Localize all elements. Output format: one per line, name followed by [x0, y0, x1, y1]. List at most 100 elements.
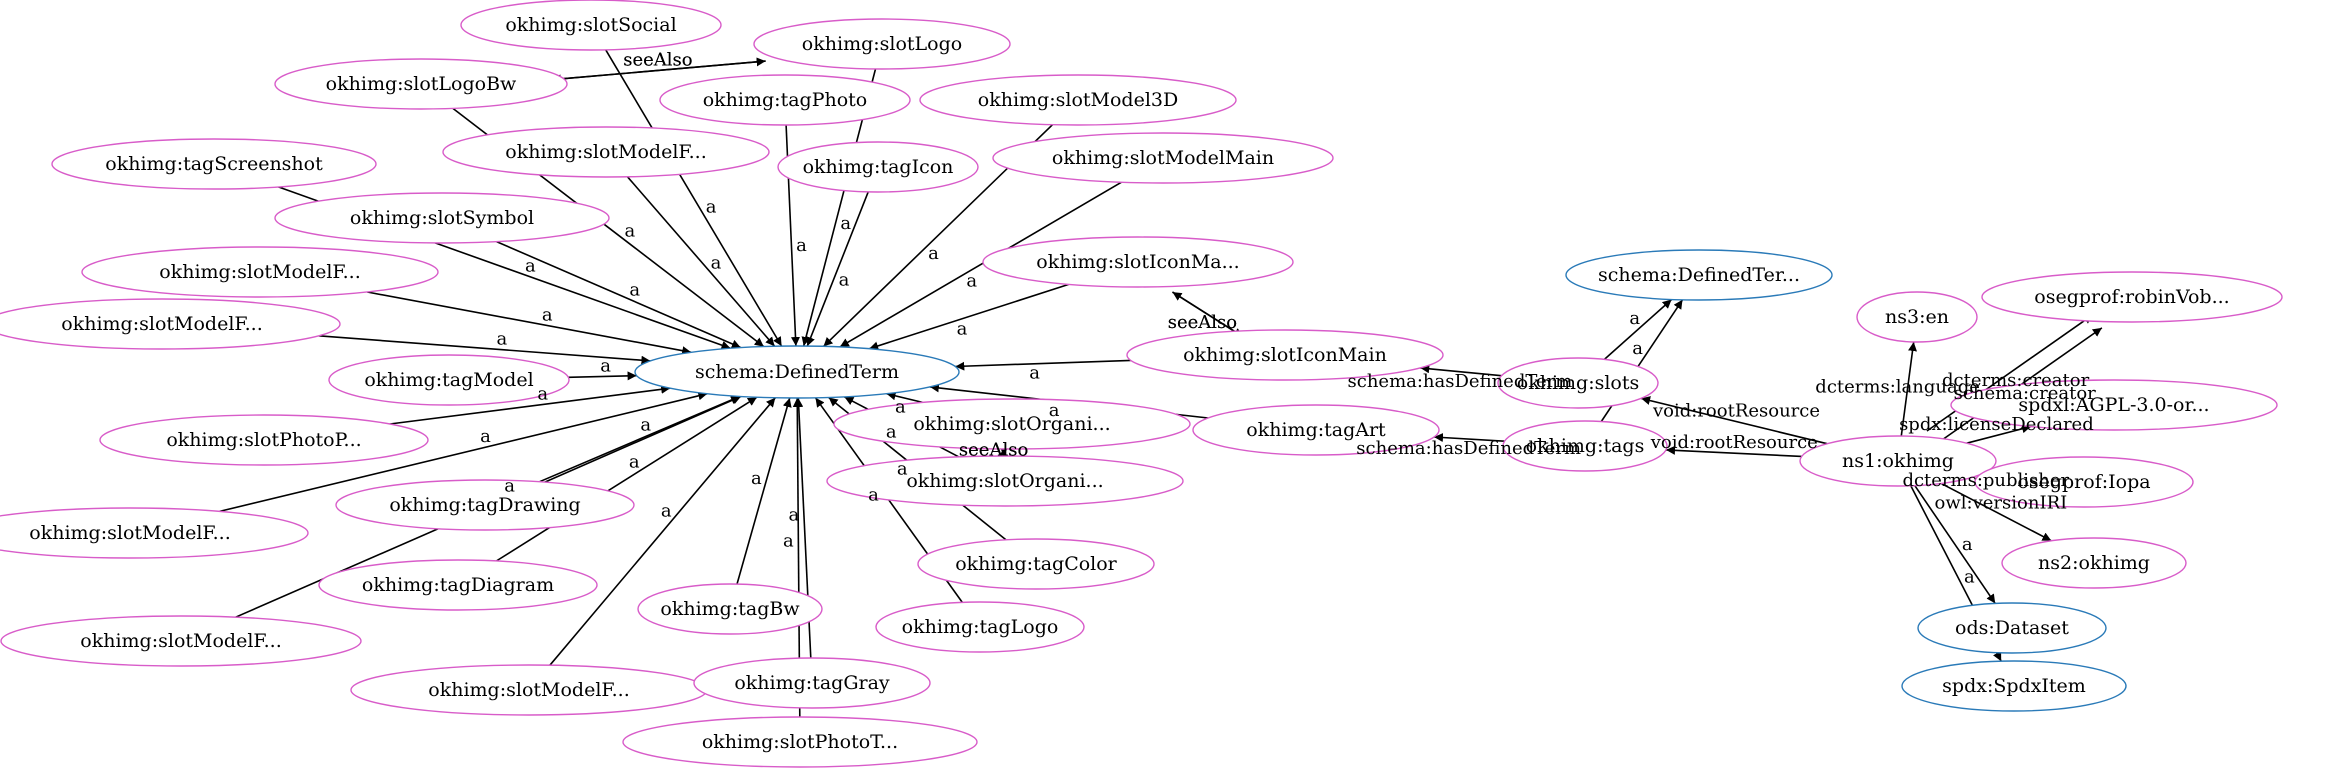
node-slots[interactable]: okhimg:slots: [1497, 357, 1659, 409]
edge-label-text: a: [706, 197, 717, 218]
node-iopa[interactable]: osegprof:Iopa: [1974, 456, 2194, 508]
node-tagGray[interactable]: okhimg:tagGray: [693, 657, 931, 709]
node-SpdxItem[interactable]: spdx:SpdxItem: [1901, 660, 2127, 712]
edge-line: [389, 384, 671, 425]
node-tagModel[interactable]: okhimg:tagModel: [328, 354, 570, 406]
node-slotModelF3[interactable]: okhimg:slotModelF...: [0, 298, 341, 350]
edge-label-text: seeAlso: [959, 440, 1028, 461]
node-tagIcon[interactable]: okhimg:tagIcon: [777, 141, 979, 193]
node-Dataset[interactable]: ods:Dataset: [1917, 602, 2107, 654]
node-tagColor[interactable]: okhimg:tagColor: [917, 538, 1155, 590]
edge-tagBw-to-DefinedTerm: [736, 397, 792, 585]
edge-line: [736, 397, 792, 585]
edge-line: [1665, 445, 1802, 458]
node-label: okhimg:slotIconMain: [1183, 344, 1387, 366]
edge-label: a: [839, 269, 850, 290]
node-tagBw[interactable]: okhimg:tagBw: [637, 583, 823, 635]
edge-slotOrgani1-to-DefinedTerm: [886, 391, 923, 404]
node-slotModelMain[interactable]: okhimg:slotModelMain: [992, 132, 1334, 184]
edge-slotIconMain-to-DefinedTerm: [955, 359, 1131, 371]
node-okhimg[interactable]: ns1:okhimg: [1799, 435, 1997, 487]
node-label: okhimg:tagPhoto: [703, 89, 868, 111]
node-tagPhoto[interactable]: okhimg:tagPhoto: [659, 74, 911, 126]
edge-label-text: a: [1049, 400, 1060, 421]
edge-label-text: a: [625, 220, 636, 241]
node-label: okhimg:slotPhotoT...: [702, 731, 898, 753]
node-slotPhotoT[interactable]: okhimg:slotPhotoT...: [622, 716, 978, 768]
edge-line: [1603, 298, 1673, 360]
edge-slots-to-DefinedTer2: [1603, 298, 1673, 360]
node-ns2okhimg[interactable]: ns2:okhimg: [2001, 537, 2187, 589]
node-slotModelF5[interactable]: okhimg:slotModelF...: [0, 615, 362, 667]
node-label: okhimg:slotIconMa...: [1036, 251, 1239, 273]
edge-label-text: a: [751, 468, 762, 489]
node-tagScreenshot[interactable]: okhimg:tagScreenshot: [51, 138, 377, 190]
edge-label-text: a: [840, 213, 851, 234]
node-ellipse: [99, 414, 429, 466]
node-ellipse: [1950, 379, 2278, 431]
node-slotSocial[interactable]: okhimg:slotSocial: [460, 0, 722, 51]
edge-label: a: [1632, 338, 1643, 359]
edge-label: a: [1964, 567, 1975, 588]
node-label: okhimg:slotModelF...: [29, 522, 230, 544]
node-ns3en[interactable]: ns3:en: [1856, 291, 1978, 343]
node-slotModelF1[interactable]: okhimg:slotModelF...: [442, 126, 770, 178]
edge-label: schema:hasDefinedTerm: [1356, 438, 1581, 459]
node-ellipse: [335, 479, 635, 531]
edge-label: seeAlso: [959, 440, 1028, 461]
node-slotOrgani2[interactable]: okhimg:slotOrgani...: [826, 455, 1184, 507]
node-ellipse: [659, 74, 911, 126]
node-DefinedTer2[interactable]: schema:DefinedTer...: [1565, 249, 1833, 301]
edge-label-text: dcterms:creator: [1942, 370, 2090, 391]
node-label: schema:DefinedTer...: [1598, 264, 1800, 286]
node-slotModelF2[interactable]: okhimg:slotModelF...: [81, 246, 439, 298]
edge-label-text: a: [868, 485, 879, 506]
edge-line: [568, 371, 637, 381]
edge-okhimg-to-slots: [1640, 396, 1828, 445]
node-DefinedTerm[interactable]: schema:DefinedTerm: [634, 345, 960, 399]
node-slotIconMain[interactable]: okhimg:slotIconMain: [1126, 329, 1444, 381]
edge-tagDiagram-to-DefinedTerm: [495, 396, 758, 562]
node-slotIconMa[interactable]: okhimg:slotIconMa...: [982, 236, 1294, 288]
edge-label: seeAlso: [623, 49, 692, 70]
edge-slotModelF2-to-DefinedTerm: [367, 291, 692, 356]
edge-label: a: [966, 271, 977, 292]
node-slotOrgani1[interactable]: okhimg:slotOrgani...: [833, 398, 1191, 450]
edge-slotIconMain-to-slotIconMa: [1172, 291, 1244, 338]
node-slotModelF4[interactable]: okhimg:slotModelF...: [0, 507, 309, 559]
node-tagDiagram[interactable]: okhimg:tagDiagram: [318, 559, 598, 611]
node-label: okhimg:slotModelF...: [159, 261, 360, 283]
node-slotLogoBw[interactable]: okhimg:slotLogoBw: [274, 58, 568, 110]
edge-slotModelF6-to-DefinedTerm: [549, 397, 776, 666]
edge-line: [367, 291, 692, 356]
edge-label: a: [629, 451, 640, 472]
edge-line: [318, 335, 651, 365]
edge-okhimg-to-ns2okhimg: [1940, 482, 2052, 542]
edge-label-text: a: [629, 451, 640, 472]
node-ellipse: [0, 615, 362, 667]
node-label: osegprof:robinVob...: [2034, 286, 2229, 308]
node-slotSymbol[interactable]: okhimg:slotSymbol: [274, 192, 610, 244]
edge-label: a: [1029, 363, 1040, 384]
node-agpl[interactable]: spdxl:AGPL-3.0-or...: [1950, 379, 2278, 431]
node-label: okhimg:slotSymbol: [350, 207, 534, 229]
edge-label: a: [789, 505, 800, 526]
node-tagLogo[interactable]: okhimg:tagLogo: [875, 601, 1085, 653]
edge-label-text: a: [525, 255, 536, 276]
node-robinVob[interactable]: osegprof:robinVob...: [1981, 271, 2283, 323]
node-slotPhotoP[interactable]: okhimg:slotPhotoP...: [99, 414, 429, 466]
edge-label-text: a: [661, 501, 672, 522]
node-label: okhimg:slotModelMain: [1052, 147, 1274, 169]
node-ellipse: [693, 657, 931, 709]
node-tagDrawing[interactable]: okhimg:tagDrawing: [335, 479, 635, 531]
node-slotModel3D[interactable]: okhimg:slotModel3D: [919, 74, 1237, 126]
node-ellipse: [777, 141, 979, 193]
node-tags[interactable]: okhimg:tags: [1502, 420, 1668, 472]
node-ellipse: [982, 236, 1294, 288]
edge-label: a: [537, 383, 548, 404]
node-label: okhimg:slots: [1517, 372, 1640, 394]
node-slotLogo[interactable]: okhimg:slotLogo: [753, 18, 1011, 70]
node-tagArt[interactable]: okhimg:tagArt: [1192, 404, 1440, 456]
edge-label-text: seeAlso: [623, 49, 692, 70]
node-slotModelF6[interactable]: okhimg:slotModelF...: [350, 664, 708, 716]
